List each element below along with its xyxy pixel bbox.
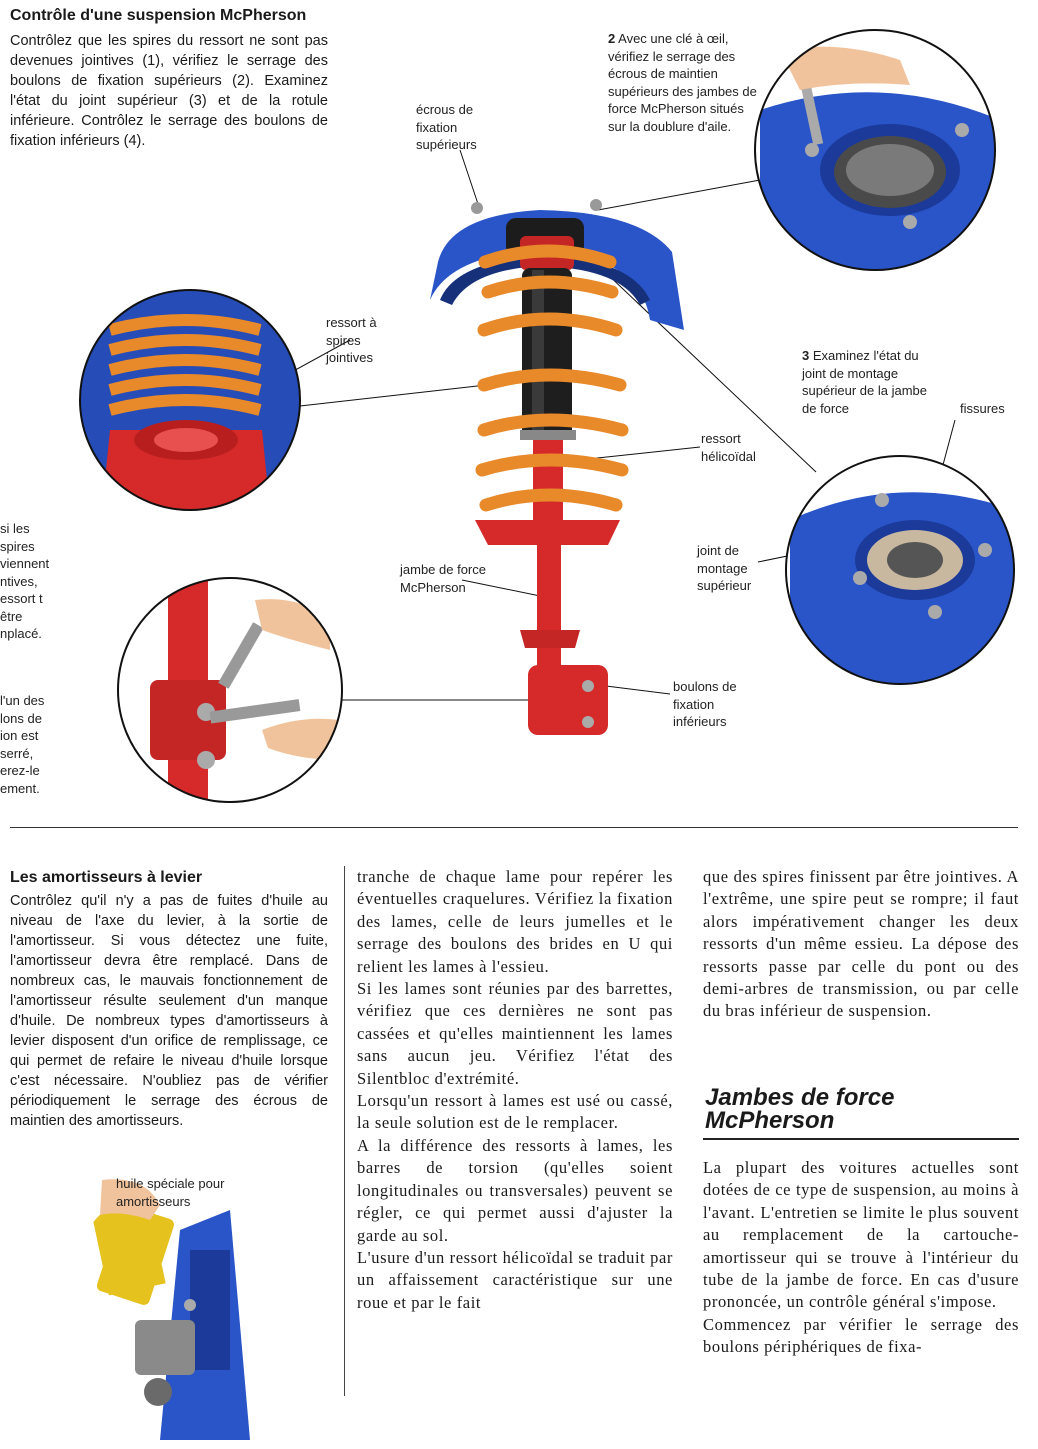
oil-can-illustration: [93, 1179, 250, 1440]
levier-title: Les amortisseurs à levier: [10, 869, 203, 886]
mcpherson-strut-illustration: [430, 199, 684, 735]
step-3-number: 3: [802, 348, 810, 363]
label-ecrous-fixation: écrous de fixation supérieurs: [416, 102, 477, 152]
text-column-right-top: que des spires finissent par être jointi…: [703, 866, 1019, 1023]
col2-paragraph-2: Si les lames sont réunies par des barret…: [357, 979, 673, 1088]
cropped-caption-boulons: l'un des lons de ion est serré, erez-le …: [0, 693, 45, 796]
col3-paragraph-1: que des spires finissent par être jointi…: [703, 867, 1019, 1021]
col2-paragraph-5: L'usure d'un ressort hélicoïdal se tradu…: [357, 1247, 673, 1312]
step-2-number: 2: [608, 31, 616, 46]
label-jambe-de-force: jambe de force McPherson: [400, 562, 486, 595]
col2-paragraph-1: tranche de chaque lame pour repérer les …: [357, 867, 673, 976]
label-joint-montage: joint de montage supérieur: [697, 543, 752, 593]
spring-closeup-illustration: [79, 289, 301, 511]
label-ressort-jointives: ressort à spires jointives: [326, 315, 377, 365]
label-boulons-inferieurs: boulons de fixation inférieurs: [673, 679, 737, 729]
col2-paragraph-3: Lorsqu'un ressort à lames est usé ou cas…: [357, 1091, 673, 1133]
text-column-middle: tranche de chaque lame pour repérer les …: [357, 866, 673, 1314]
col3-paragraph-3: Commencez par vérifier le serrage des bo…: [703, 1314, 1019, 1357]
step-2-text: Avec une clé à œil, vérifiez le serrage …: [608, 31, 757, 134]
text-column-right-bottom: La plupart des voitures actuelles sont d…: [703, 1157, 1019, 1359]
top-title: Contrôle d'une suspension McPherson: [10, 7, 307, 24]
heading-underline: [703, 1138, 1019, 1140]
upper-joint-closeup-illustration: [785, 455, 1015, 685]
lower-bolts-closeup-illustration: [117, 577, 343, 803]
section-divider: [10, 827, 1018, 828]
label-huile-speciale: huile spéciale pour amortisseurs: [116, 1176, 225, 1209]
top-intro-paragraph: Contrôlez que les spires du ressort ne s…: [10, 33, 328, 149]
levier-paragraph: Contrôlez qu'il n'y a pas de fuites d'hu…: [10, 893, 328, 1129]
col2-paragraph-4: A la différence des ressorts à lames, le…: [357, 1135, 673, 1245]
step-3-text: Examinez l'état du joint de montage supé…: [802, 348, 928, 416]
label-ressort-helicoidal: ressort hélicoïdal: [701, 431, 756, 464]
label-fissures: fissures: [960, 401, 1005, 416]
column-rule: [344, 866, 345, 1396]
cropped-caption-spires: si les spires viennent ntives, essort t …: [0, 521, 50, 641]
caption-step-3: 3 Examinez l'état du joint de montage su…: [802, 347, 942, 417]
col3-paragraph-2: La plupart des voitures actuelles sont d…: [703, 1158, 1019, 1312]
jambes-heading: Jambes de force McPherson: [705, 1084, 895, 1134]
upper-nuts-closeup-illustration: [754, 29, 996, 271]
caption-step-2: 2 Avec une clé à œil, vérifiez le serrag…: [608, 30, 758, 135]
